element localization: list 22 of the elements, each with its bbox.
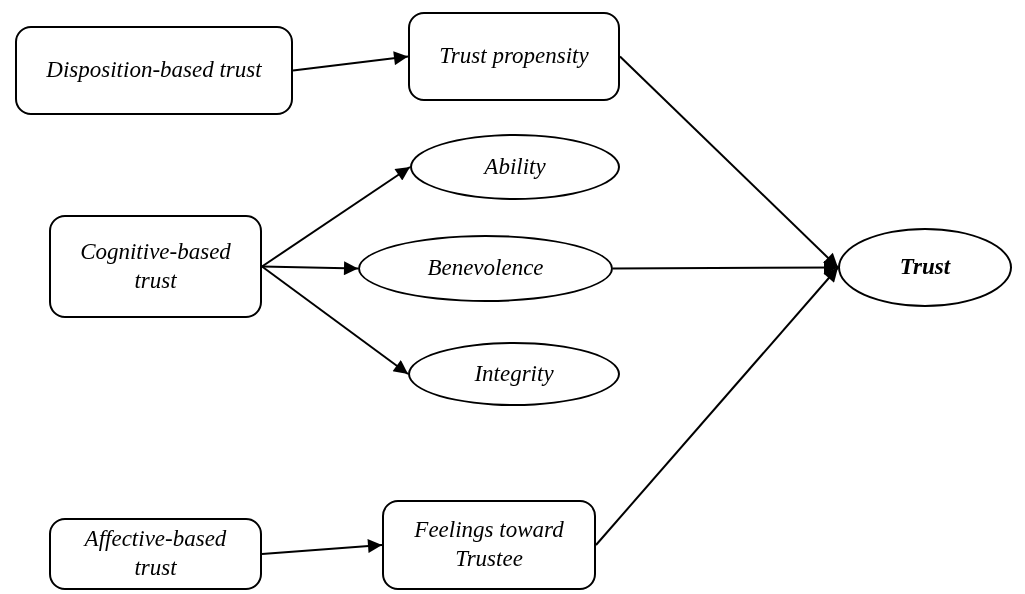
node-label: Trust [898, 253, 952, 282]
arrow [261, 539, 383, 555]
process-box [382, 500, 596, 590]
arrow [595, 266, 839, 546]
arrow [261, 265, 409, 375]
arrow [292, 51, 409, 72]
process-box [15, 26, 293, 115]
node-label: Trust propensity [438, 42, 590, 71]
arrow [261, 261, 359, 276]
node-label: Disposition-based trust [45, 56, 263, 85]
node-label: Benevolence [426, 254, 545, 283]
node-label: Ability [482, 152, 547, 181]
node-label: Affective-based trust [82, 525, 228, 582]
process-box [408, 12, 620, 101]
node-label: Integrity [473, 359, 555, 388]
node-label: Feelings toward Trustee [413, 516, 565, 573]
process-box [49, 215, 262, 318]
arrow [261, 166, 411, 268]
arrow [619, 55, 839, 269]
process-box [49, 518, 262, 590]
arrow [612, 260, 839, 275]
node-label: Cognitive-based trust [79, 237, 232, 295]
